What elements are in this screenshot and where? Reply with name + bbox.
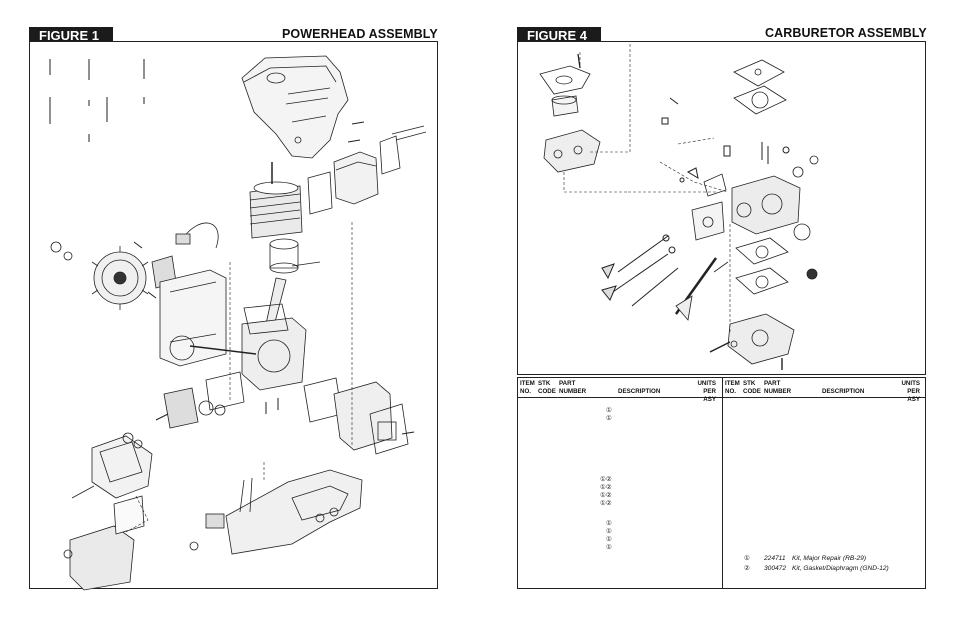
kit-symbol: ①② [600, 476, 612, 483]
engine-cover [241, 55, 349, 159]
figure-4-title: CARBURETOR ASSEMBLY [765, 26, 927, 40]
carburetor-body [691, 175, 801, 241]
leader-lines [125, 222, 353, 533]
muffler [303, 377, 409, 455]
kit-symbol: ① [606, 520, 612, 527]
carb-leader-lines [563, 42, 731, 334]
screws [133, 121, 415, 435]
table-header-rule [518, 397, 925, 398]
reference-marks [49, 59, 145, 142]
throttle-shaft [674, 257, 729, 321]
kit-symbol: ① [606, 407, 612, 414]
header-description-right: DESCRIPTION [822, 388, 865, 395]
flywheel [91, 246, 149, 310]
kit-symbol: ①② [600, 492, 612, 499]
cover-screw [709, 341, 731, 353]
filter-screen [806, 268, 818, 280]
adjust-needles [601, 234, 679, 307]
crankcase [159, 269, 227, 367]
kit-symbol: ① [606, 415, 612, 422]
choke-rod [71, 485, 95, 499]
lower-gaskets [735, 237, 789, 295]
ignition-boot [175, 233, 191, 245]
air-box [91, 432, 153, 499]
table-divider [722, 378, 723, 588]
carburetor-exploded-diagram [539, 42, 819, 370]
carburetor-diagram-frame [517, 41, 926, 375]
air-filter-box [307, 125, 427, 215]
kit-symbol: ① [606, 528, 612, 535]
kit-symbol: ①② [600, 484, 612, 491]
figure-1-title: POWERHEAD ASSEMBLY [282, 27, 438, 41]
cylinder [249, 162, 303, 239]
nut-flywheel [50, 241, 62, 253]
filter-cover [63, 495, 145, 591]
powerhead-diagram-frame [29, 41, 438, 591]
figure-1-label: FIGURE 1 [29, 27, 113, 44]
crankshaft-housing [189, 317, 307, 391]
kit-symbol: ①② [600, 500, 612, 507]
kit-symbol: ① [606, 544, 612, 551]
clutch-assembly [163, 371, 245, 429]
crankcase-gasket [243, 303, 289, 335]
figure-4-label: FIGURE 4 [517, 27, 601, 44]
fuel-tank [205, 469, 363, 555]
primer-assembly [539, 53, 601, 173]
throttle-plate [793, 223, 811, 241]
fuel-pump-diaphragm [703, 173, 727, 197]
header-description-left: DESCRIPTION [618, 388, 661, 395]
small-springs-and-pins [661, 97, 790, 183]
kit-symbol: ① [606, 536, 612, 543]
powerhead-exploded-diagram [49, 55, 427, 591]
metering-cover [727, 313, 795, 370]
diaphragm-cover [733, 59, 787, 115]
